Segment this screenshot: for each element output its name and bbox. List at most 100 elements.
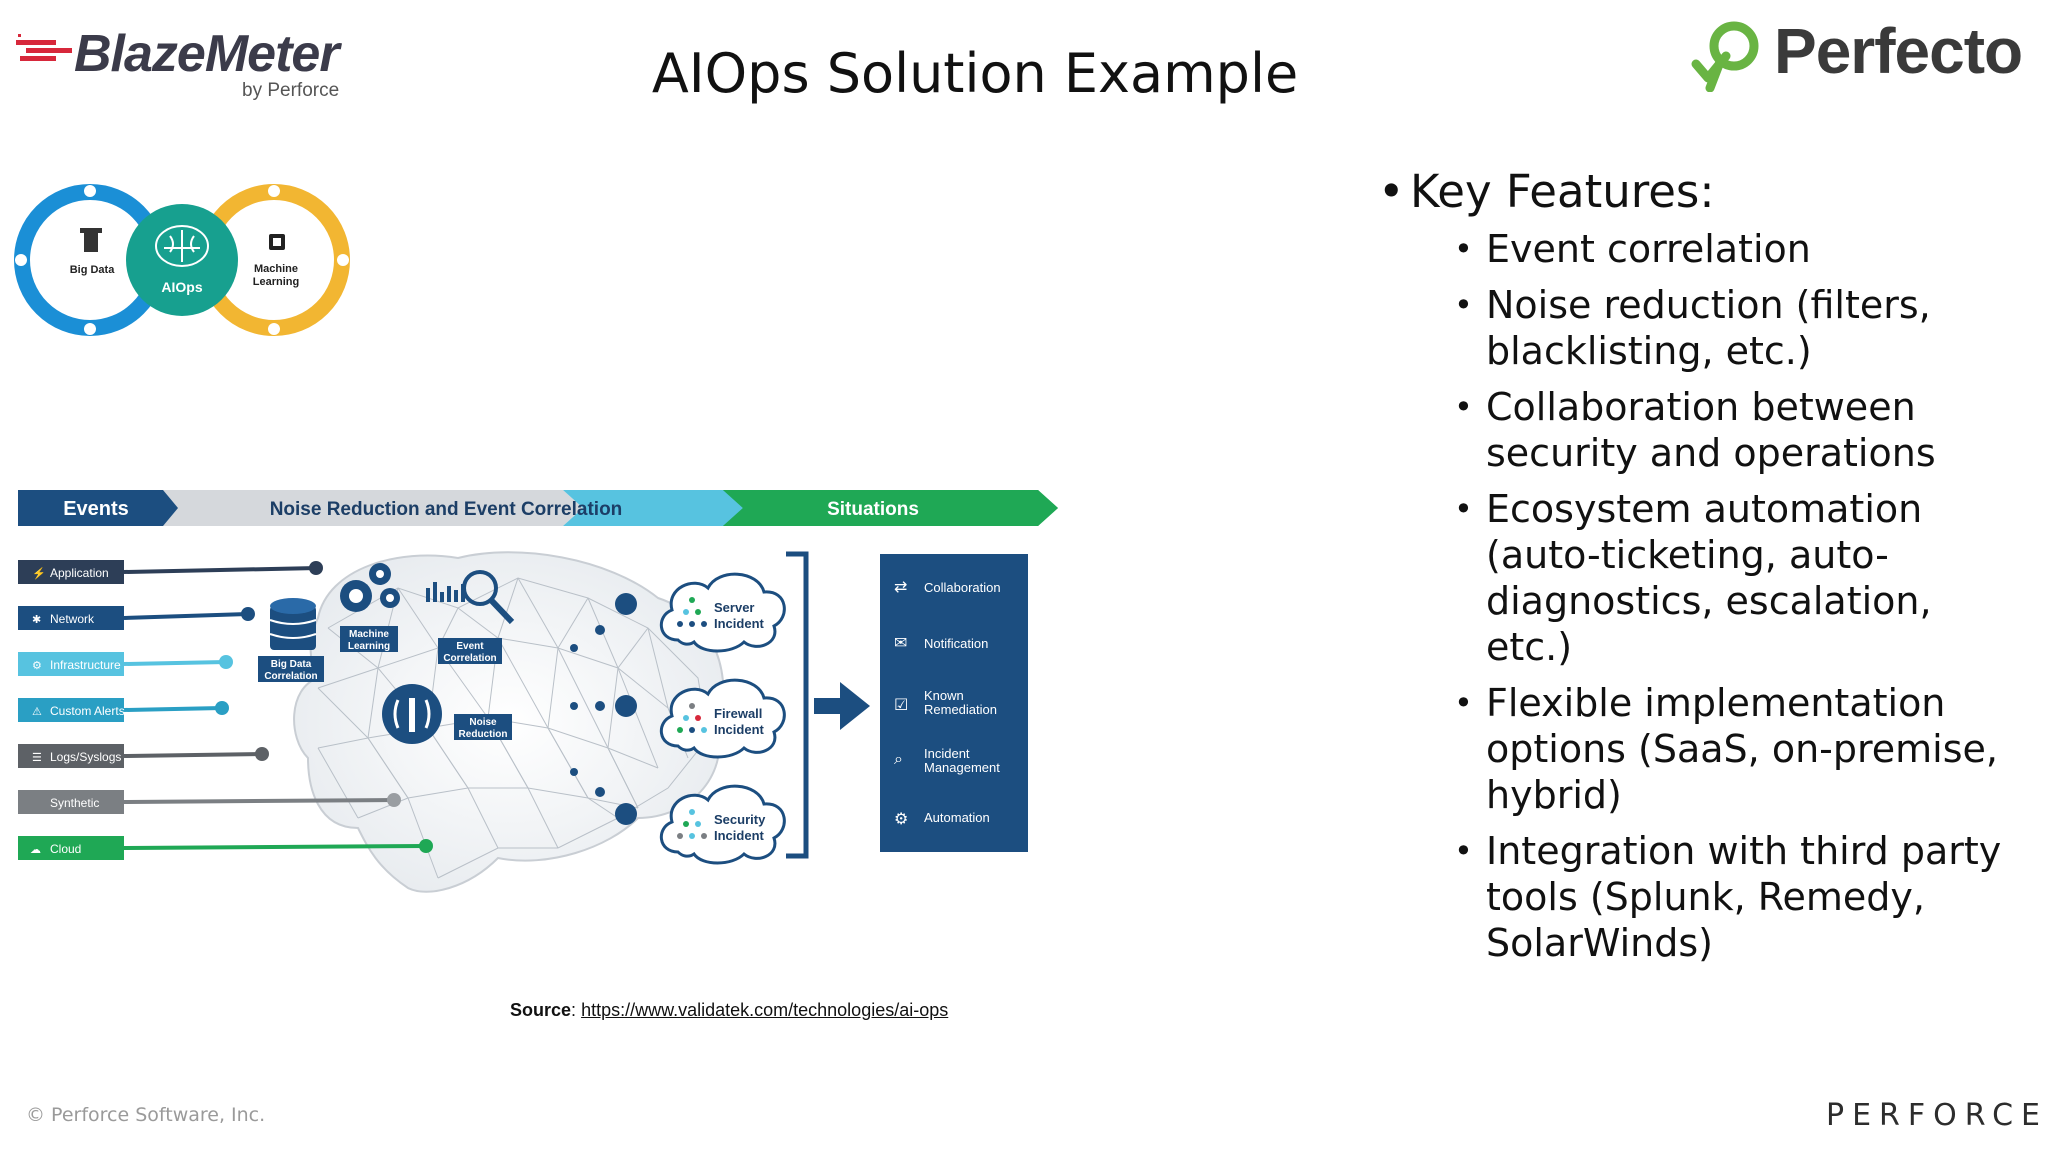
feature-item: Ecosystem automation (auto-ticketing, au…	[1454, 486, 2018, 670]
resolution-panel: ⇄ Collaboration ✉ Notification ☑ Known R…	[880, 554, 1028, 852]
stage-banner: Events Noise Reduction and Event Correla…	[18, 490, 1232, 526]
brain-noise-2: Reduction	[459, 729, 508, 740]
resolution-item: ⚙ Automation	[894, 809, 990, 828]
gears-icon	[340, 563, 400, 612]
event-source: ⚡ Application	[18, 560, 323, 584]
loop-center-label: AIOps	[161, 279, 202, 295]
situation-line1: Security	[714, 812, 766, 827]
bracket-arrow	[786, 551, 870, 859]
flow-dots	[570, 593, 637, 825]
collaboration-icon: ⇄	[894, 577, 907, 596]
incident-node-icon	[677, 809, 707, 839]
situation-incidents: Server Incident Firewall Incident	[660, 572, 786, 865]
event-source: ⚠ Custom Alerts	[18, 698, 229, 722]
event-source: ⚙ Infrastructure	[18, 652, 233, 676]
resolution-item: ⇄ Collaboration	[894, 577, 1001, 596]
brain-ml-2: Learning	[348, 641, 390, 652]
aiops-flow-diagram: Events Noise Reduction and Event Correla…	[18, 490, 1232, 893]
magnifier-chart-icon	[426, 570, 515, 625]
stage-events: Events	[63, 498, 129, 520]
brain-icon	[155, 225, 209, 267]
event-label: Application	[50, 566, 109, 580]
right-arrow-icon	[814, 682, 870, 730]
database-icon	[269, 598, 317, 650]
resolution-label: Collaboration	[924, 580, 1001, 595]
features-heading: Key Features:	[1378, 165, 2018, 218]
stage-noise-reduction: Noise Reduction and Event Correlation	[270, 499, 623, 520]
event-icon-cloud: ☁	[30, 844, 41, 856]
brain-ml-1: Machine	[349, 629, 389, 640]
event-sources: ⚡ Application ✱ Network ⚙ Infrastructure…	[18, 560, 433, 860]
wrench-icon	[382, 684, 442, 744]
event-icon-network: ✱	[32, 614, 41, 626]
perfecto-mark-icon	[1691, 21, 1759, 92]
brain-big-data-1: Big Data	[271, 659, 312, 670]
loop-right-label-1: Machine	[254, 263, 298, 275]
event-source: ☁ Cloud	[18, 836, 433, 860]
key-features: Key Features: Event correlation Noise re…	[1378, 165, 2018, 976]
features-list: Event correlation Noise reduction (filte…	[1454, 226, 2018, 966]
event-label: Infrastructure	[50, 658, 121, 672]
brain-noise-1: Noise	[469, 717, 497, 728]
blazemeter-byline: by Perforce	[242, 80, 340, 101]
event-icon-logs: ☰	[32, 752, 42, 764]
chip-icon	[269, 234, 285, 250]
copyright-text: © Perforce Software, Inc.	[26, 1104, 266, 1126]
security-incident-cloud: Security Incident	[660, 784, 786, 865]
stage-situations: Situations	[827, 499, 919, 520]
situation-line2: Incident	[714, 616, 765, 631]
loop-right-label-2: Learning	[253, 276, 299, 288]
resolution-label: Automation	[924, 810, 990, 825]
blazemeter-logo: BlazeMeter by Perforce	[10, 16, 350, 101]
resolution-label: Known	[924, 688, 964, 703]
perfecto-wordmark: Perfecto	[1774, 15, 2023, 87]
event-icon-alert: ⚠	[32, 706, 42, 718]
event-source: ☰ Logs/Syslogs	[18, 744, 269, 768]
feature-item: Flexible implementation options (SaaS, o…	[1454, 680, 2018, 818]
event-icon-infrastructure: ⚙	[32, 660, 42, 672]
source-link[interactable]: https://www.validatek.com/technologies/a…	[581, 1000, 949, 1020]
slide-title: AIOps Solution Example	[651, 42, 1299, 105]
firewall-incident-cloud: Firewall Incident	[660, 678, 786, 759]
event-icon-application: ⚡	[32, 567, 46, 580]
brain-big-data-2: Correlation	[264, 671, 317, 682]
source-separator: :	[571, 1000, 577, 1020]
blazemeter-wordmark: BlazeMeter	[74, 25, 340, 83]
feature-item: Integration with third party tools (Splu…	[1454, 828, 2018, 966]
resolution-label: Incident	[924, 746, 970, 761]
incident-icon: ⌕	[894, 749, 903, 768]
brain-event-corr-1: Event	[456, 641, 484, 652]
event-label: Network	[50, 612, 95, 626]
resolution-label-2: Remediation	[924, 702, 997, 717]
source-citation: Source: https://www.validatek.com/techno…	[510, 1000, 948, 1021]
notification-icon: ✉	[894, 633, 907, 652]
perforce-footer-logo: PERFORCE	[1826, 1098, 2048, 1133]
loop-left-label: Big Data	[70, 264, 116, 276]
resolution-item: ⌕ Incident Management	[894, 746, 1000, 775]
source-label: Source	[510, 1000, 572, 1020]
event-label: Logs/Syslogs	[50, 750, 121, 764]
feature-item: Collaboration between security and opera…	[1454, 384, 2018, 476]
event-label: Synthetic	[50, 796, 99, 810]
situation-line2: Incident	[714, 722, 765, 737]
brain-event-corr-2: Correlation	[443, 653, 496, 664]
incident-node-icon	[677, 703, 707, 733]
blazemeter-mark-icon	[16, 34, 72, 61]
event-label: Cloud	[50, 842, 81, 856]
feature-item: Event correlation	[1454, 226, 2018, 272]
perfecto-logo: Perfecto	[1690, 14, 2040, 94]
event-label: Custom Alerts	[50, 704, 125, 718]
incident-node-icon	[677, 597, 707, 627]
resolution-item: ✉ Notification	[894, 633, 988, 652]
resolution-label-2: Management	[924, 760, 1000, 775]
gear-icon: ⚙	[894, 809, 908, 828]
server-icon	[80, 228, 102, 252]
feature-item: Noise reduction (filters, blacklisting, …	[1454, 282, 2018, 374]
situation-line2: Incident	[714, 828, 765, 843]
server-incident-cloud: Server Incident	[660, 572, 786, 653]
situation-line1: Firewall	[714, 706, 762, 721]
aiops-infinity-loop: AIOps Big Data Machine Learning	[14, 184, 350, 336]
event-source: ✱ Network	[18, 606, 255, 630]
situation-line1: Server	[714, 600, 754, 615]
event-source: Synthetic	[18, 790, 401, 814]
